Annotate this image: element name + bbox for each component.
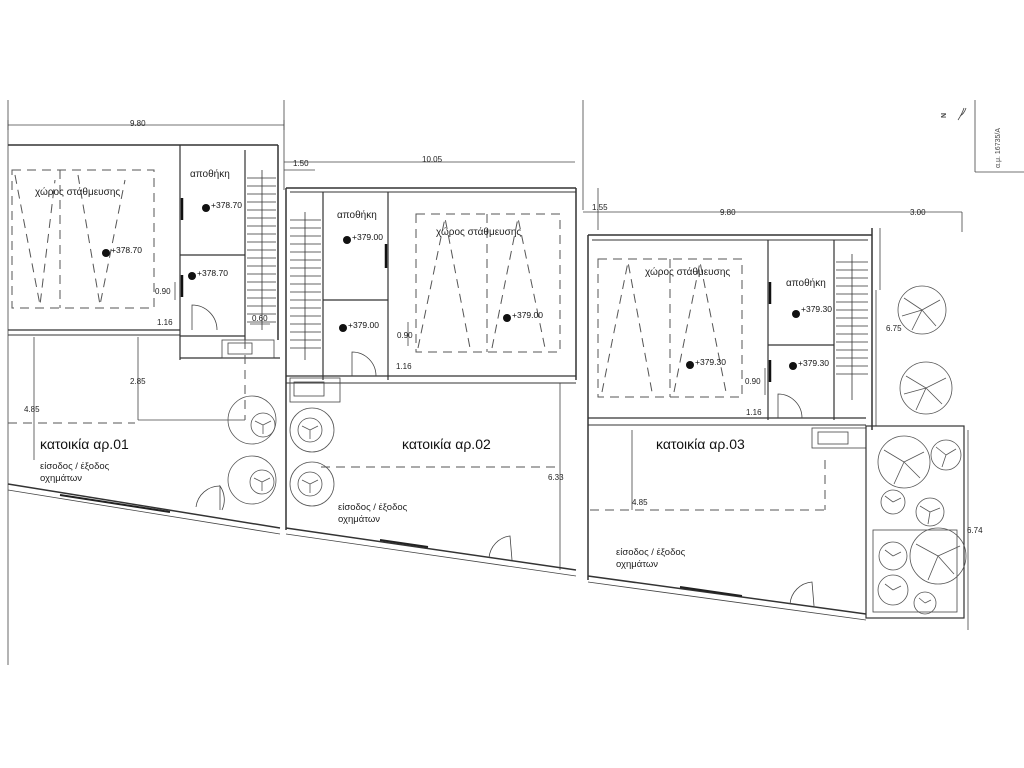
tree-icon — [897, 285, 947, 335]
stairs-unit1 — [247, 170, 276, 330]
unit1-storage-label: αποθήκη — [190, 168, 230, 180]
unit1-elev-hall: +378.70 — [197, 268, 228, 278]
dim-unit3-116: 1.16 — [746, 408, 762, 417]
dim-unit3-090: 0.90 — [745, 377, 761, 386]
elev-marker-icon — [343, 236, 351, 244]
unit2-entrance2: οχημάτων — [338, 514, 380, 525]
dim-unit1-width: 9.80 — [130, 119, 146, 128]
elev-marker-icon — [789, 362, 797, 370]
reference-lines — [7, 100, 584, 665]
dim-unit1-285: 2.85 — [130, 377, 146, 386]
title-block: N α.μ. 16735/A — [941, 100, 1024, 173]
unit1-parking-label: χώρος στάθμευσης — [35, 186, 120, 198]
unit2-name: κατοικία αρ.02 — [402, 436, 491, 452]
unit2-storage-label: αποθήκη — [337, 209, 377, 221]
dim-unit3-485: 4.85 — [632, 498, 648, 507]
unit1-elev-parking: +378.70 — [111, 245, 142, 255]
unit1-entrance2: οχημάτων — [40, 473, 82, 484]
elev-marker-icon — [686, 361, 694, 369]
tree-icon — [899, 361, 953, 415]
unit1-name: κατοικία αρ.01 — [40, 436, 129, 452]
tree-icon — [930, 439, 962, 471]
dim-unit1-060: 0.60 — [252, 314, 268, 323]
tree-icon — [909, 527, 967, 585]
unit-3: 9.80 3.00 1.55 χώρος στάθμευσης αποθήκη — [583, 188, 962, 621]
tree-icon — [289, 407, 335, 453]
dim-unit3-width: 9.80 — [720, 208, 736, 217]
tree-symbols — [227, 285, 967, 615]
elev-marker-icon — [792, 310, 800, 318]
unit1-elev-storage: +378.70 — [211, 200, 242, 210]
dim-unit2-116: 1.16 — [396, 362, 412, 371]
dim-unit2-width: 10.05 — [422, 155, 443, 164]
unit3-parking-label: χώρος στάθμευσης — [645, 266, 730, 278]
unit3-name: κατοικία αρ.03 — [656, 436, 745, 452]
unit3-storage-label: αποθήκη — [786, 277, 826, 289]
dim-unit1-090: 0.90 — [155, 287, 171, 296]
elev-marker-icon — [102, 249, 110, 257]
tree-icon — [289, 461, 335, 507]
dim-unit2-633: 6.33 — [548, 473, 564, 482]
elev-marker-icon — [339, 324, 347, 332]
dim-garden-674: 6.74 — [967, 526, 983, 535]
title-block-letter: N — [941, 113, 948, 118]
unit2-elev-parking: +379.00 — [512, 310, 543, 320]
dim-unit2-150: 1.50 — [293, 159, 309, 168]
unit1-entrance: είσοδος / έξοδος — [40, 461, 110, 472]
tree-icon — [915, 497, 945, 527]
unit3-entrance2: οχημάτων — [616, 559, 658, 570]
unit3-entrance: είσοδος / έξοδος — [616, 547, 686, 558]
dim-unit3-300: 3.00 — [910, 208, 926, 217]
unit2-entrance: είσοδος / έξοδος — [338, 502, 408, 513]
elev-marker-icon — [202, 204, 210, 212]
dim-unit3-155: 1.55 — [592, 203, 608, 212]
dim-unit2-090: 0.90 — [397, 331, 413, 340]
elev-marker-icon — [188, 272, 196, 280]
tree-icon — [878, 541, 908, 571]
dim-unit1-116: 1.16 — [157, 318, 173, 327]
unit3-elev-storage: +379.30 — [801, 304, 832, 314]
unit3-elev-parking: +379.30 — [695, 357, 726, 367]
title-block-serial: α.μ. 16735/A — [995, 128, 1002, 168]
unit3-elev-hall: +379.30 — [798, 358, 829, 368]
unit-2: 10.05 1.50 χώρος στάθμευσης αποθήκη — [284, 155, 577, 577]
unit-1: 9.80 χώρος στάθμευσης α — [7, 119, 285, 535]
tree-icon — [880, 489, 906, 515]
unit2-parking-label: χώρος στάθμευσης — [436, 226, 521, 238]
unit2-elev-hall: +379.00 — [348, 320, 379, 330]
tree-icon — [227, 395, 277, 445]
tree-icon — [913, 591, 937, 615]
unit2-elev-storage: +379.00 — [352, 232, 383, 242]
elev-marker-icon — [503, 314, 511, 322]
dim-garden-675: 6.75 — [886, 324, 902, 333]
tree-icon — [877, 435, 931, 489]
stairs-unit2 — [290, 212, 321, 360]
dim-unit1-485: 4.85 — [24, 405, 40, 414]
tree-icon — [877, 574, 909, 606]
stairs-unit3 — [836, 254, 868, 400]
garden-right: 6.75 6.74 — [865, 212, 983, 630]
tree-icon — [227, 455, 277, 505]
